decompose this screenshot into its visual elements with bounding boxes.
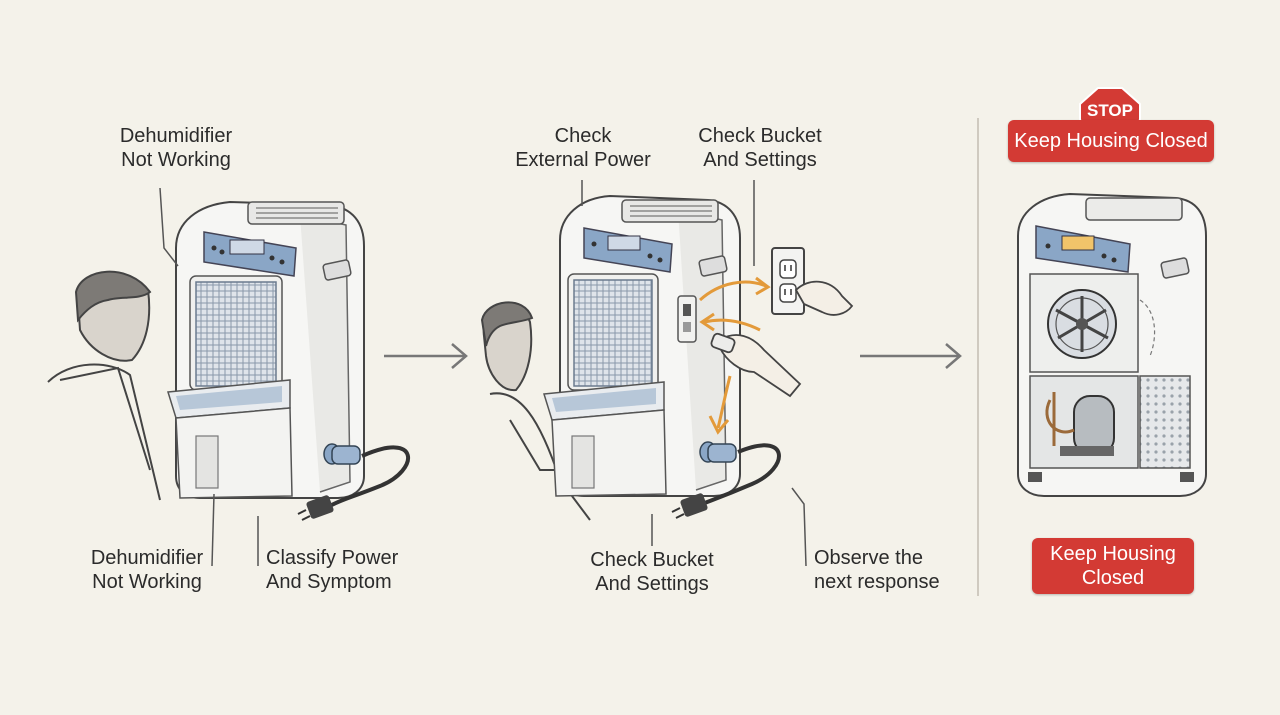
arrow-right-icon (860, 343, 962, 369)
dehumidifier-icon (1017, 192, 1207, 497)
keep-housing-closed-banner-bottom: Keep Housing Closed (1032, 538, 1194, 594)
panel2-top-left-label: Check External Power (515, 125, 651, 171)
panel1-bottom-right-label: Classify Power And Symptom (266, 547, 399, 593)
keep-housing-closed-banner-top: Keep Housing Closed (1008, 120, 1214, 162)
hand-icon (710, 280, 854, 398)
power-plug-icon (297, 445, 411, 521)
stop-sign-text: STOP (1087, 101, 1133, 120)
power-plug-icon (671, 443, 781, 519)
panel-1 (47, 187, 411, 567)
panel1-bottom-left-label: Dehumidifier Not Working (90, 547, 204, 593)
panel2-top-right-label: Check Bucket And Settings (698, 125, 822, 171)
person-icon (47, 270, 161, 501)
dehumidifier-icon (543, 194, 741, 497)
compressor-icon (1045, 392, 1115, 456)
dehumidifier-icon (167, 200, 365, 499)
wall-outlet-icon (771, 247, 805, 315)
panel2-bottom-left-label: Check Bucket And Settings (590, 549, 714, 595)
panel2-bottom-right-label: Observe the next response (814, 547, 940, 593)
panel-3: STOP (1017, 87, 1207, 497)
arrow-orange-icon (698, 276, 771, 435)
fan-icon (1047, 289, 1117, 359)
panel-2 (480, 180, 854, 567)
panel1-top-label: Dehumidifier Not Working (119, 125, 233, 171)
arrow-right-icon (384, 343, 468, 369)
